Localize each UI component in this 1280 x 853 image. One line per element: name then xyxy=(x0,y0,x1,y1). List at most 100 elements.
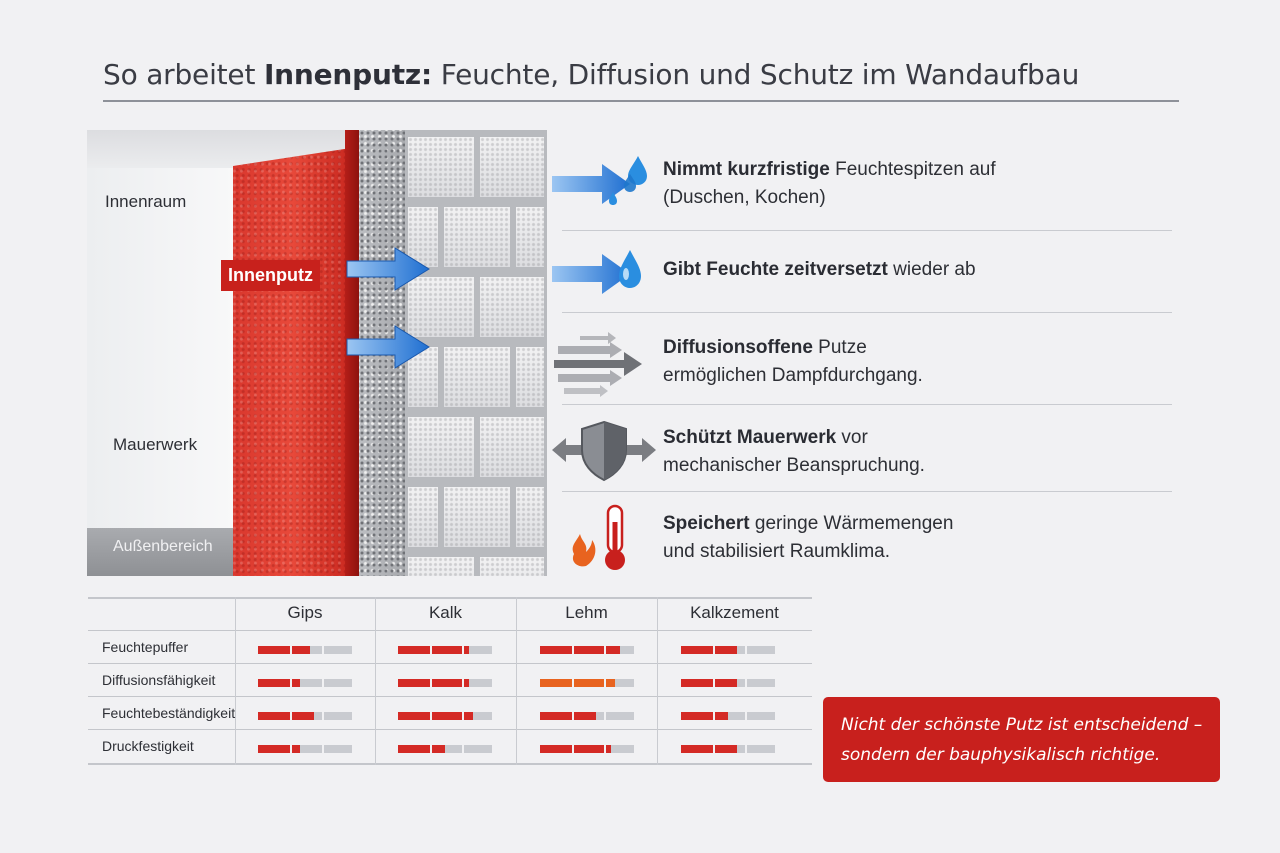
rating-bar-gap xyxy=(322,712,324,720)
masonry-blocks xyxy=(405,130,547,576)
feature-2-bold: Gibt Feuchte zeitversetzt xyxy=(663,259,888,280)
rating-bar xyxy=(398,712,492,720)
rating-bar-track xyxy=(258,679,352,687)
feature-4-line2: mechanischer Beanspruchung. xyxy=(663,455,925,476)
title-part-1: So arbeitet xyxy=(103,58,264,91)
rating-bar xyxy=(258,679,352,687)
rating-bar-gap xyxy=(430,646,432,654)
feature-4-bold: Schützt Mauerwerk xyxy=(663,427,837,448)
feature-divider xyxy=(562,404,1172,405)
rating-bar-fill xyxy=(681,745,737,753)
rating-bar-fill xyxy=(681,712,728,720)
wall-cross-section xyxy=(87,130,547,576)
rating-bar-gap xyxy=(572,646,574,654)
feature-diffusion: Diffusionsoffene Putze ermöglichen Dampf… xyxy=(550,330,1180,410)
rating-bar-gap xyxy=(713,646,715,654)
rating-bar-gap xyxy=(430,679,432,687)
column-header-kalkzement: Kalkzement xyxy=(690,603,779,622)
rating-bar-track xyxy=(398,745,492,753)
title-part-3: Feuchte, Diffusion und Schutz im Wandauf… xyxy=(432,58,1080,91)
rating-bar-fill xyxy=(258,679,300,687)
rating-bar xyxy=(258,745,352,753)
rating-bar-gap xyxy=(462,646,464,654)
row-header-druckfestigkeit: Druckfestigkeit xyxy=(102,738,194,754)
row-header-diffusionsfaehigkeit: Diffusionsfähigkeit xyxy=(102,672,216,688)
conclusion-callout: Nicht der schönste Putz ist entscheidend… xyxy=(823,697,1220,782)
rating-bar-gap xyxy=(462,712,464,720)
rating-bar-gap xyxy=(322,679,324,687)
rating-bar xyxy=(540,712,634,720)
rating-bar xyxy=(258,712,352,720)
rating-bar-fill xyxy=(398,712,473,720)
rating-bar-gap xyxy=(290,745,292,753)
rating-bar-fill xyxy=(258,646,310,654)
column-header-lehm: Lehm xyxy=(565,603,608,622)
rating-bar-gap xyxy=(572,679,574,687)
feature-divider xyxy=(562,491,1172,492)
feature-3-line2: ermöglichen Dampfdurchgang. xyxy=(663,365,923,386)
feature-4-rest: vor xyxy=(836,427,868,448)
rating-bar-gap xyxy=(745,646,747,654)
row-header-feuchtepuffer: Feuchtepuffer xyxy=(102,639,189,655)
feature-1-rest: Feuchtespitzen auf xyxy=(829,159,996,180)
thermometer-icon xyxy=(572,504,625,570)
rating-bar xyxy=(540,646,634,654)
rating-bar-gap xyxy=(604,712,606,720)
rating-bar-gap xyxy=(745,712,747,720)
rating-bar xyxy=(540,745,634,753)
rating-bar xyxy=(398,679,492,687)
rating-bar-fill xyxy=(398,745,445,753)
rating-bar-gap xyxy=(604,646,606,654)
rating-bar-gap xyxy=(430,745,432,753)
feature-3-bold: Diffusionsoffene xyxy=(663,337,813,358)
rating-bar-gap xyxy=(462,679,464,687)
feature-moisture-absorb: Nimmt kurzfristige Feuchtespitzen auf (D… xyxy=(550,152,1180,232)
feature-5-bold: Speichert xyxy=(663,513,750,534)
rating-bar-gap xyxy=(290,712,292,720)
feature-1-bold: Nimmt kurzfristige xyxy=(663,159,830,180)
feature-divider xyxy=(562,312,1172,313)
rating-bar-fill xyxy=(540,745,611,753)
vapor-arrows-icon xyxy=(554,332,642,397)
rating-bar-track xyxy=(258,745,352,753)
rating-bar-fill xyxy=(258,745,300,753)
rating-bar-track xyxy=(681,712,775,720)
callout-line-1: Nicht der schönste Putz ist entscheidend… xyxy=(841,715,1203,735)
label-mauerwerk: Mauerwerk xyxy=(113,435,198,454)
rating-bar xyxy=(681,712,775,720)
water-drop-icon xyxy=(552,250,641,294)
rating-bar-gap xyxy=(604,679,606,687)
page-title: So arbeitet Innenputz: Feuchte, Diffusio… xyxy=(103,58,1079,91)
rating-bar-gap xyxy=(745,679,747,687)
label-aussenbereich: Außenbereich xyxy=(113,538,213,555)
title-divider xyxy=(103,100,1179,102)
rating-bar-gap xyxy=(322,646,324,654)
rating-bar xyxy=(398,646,492,654)
feature-2-rest: wieder ab xyxy=(887,259,976,280)
rating-bar-fill xyxy=(258,712,314,720)
rating-bar-gap xyxy=(572,712,574,720)
rating-bar-gap xyxy=(713,679,715,687)
row-header-feuchtebestaendigkeit: Feuchtebeständigkeit xyxy=(102,705,236,721)
rating-bar-fill xyxy=(398,646,469,654)
feature-5-rest: geringe Wärmemengen xyxy=(749,513,954,534)
rating-bar-gap xyxy=(604,745,606,753)
water-drops-icon xyxy=(552,156,647,205)
label-innenputz: Innenputz xyxy=(221,260,320,291)
feature-1-line2: (Duschen, Kochen) xyxy=(663,187,826,208)
column-header-kalk: Kalk xyxy=(428,603,463,622)
rating-bar-gap xyxy=(572,745,574,753)
column-header-gips: Gips xyxy=(287,603,323,622)
rating-bar-fill xyxy=(681,646,737,654)
comparison-table: Gips Kalk Lehm Kalkzement Feuchtepuffer … xyxy=(88,597,812,765)
title-part-2: Innenputz: xyxy=(263,58,433,91)
moisture-arrow-icon xyxy=(346,325,430,369)
rating-bar xyxy=(258,646,352,654)
rating-bar-fill xyxy=(540,679,615,687)
rating-bar-fill xyxy=(540,712,596,720)
rating-bar xyxy=(540,679,634,687)
rating-bar xyxy=(681,679,775,687)
plaster-layer xyxy=(233,148,351,576)
shield-icon xyxy=(552,420,656,482)
rating-bar-fill xyxy=(540,646,620,654)
